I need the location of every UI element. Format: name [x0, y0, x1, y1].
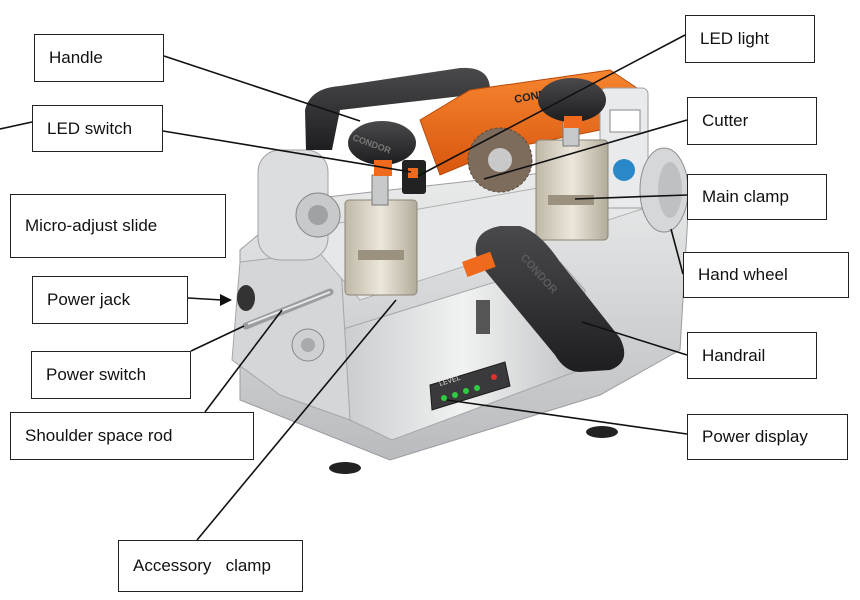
- leader-led-light: [417, 34, 686, 177]
- leader-accessory-clamp: [196, 299, 397, 541]
- label-handle: Handle: [34, 34, 164, 82]
- leader-power-display: [446, 399, 688, 435]
- leader-lines: [0, 34, 688, 541]
- leader-cutter: [483, 119, 688, 180]
- label-main-clamp: Main clamp: [687, 174, 827, 220]
- leader-power-jack: [187, 297, 223, 301]
- accessory-clamp-block: [344, 199, 418, 296]
- led-green: [463, 388, 469, 394]
- led-green: [474, 385, 480, 391]
- leader-hand-wheel: [670, 228, 684, 275]
- power-jack-port: [237, 285, 255, 311]
- leader-main-clamp: [574, 194, 688, 200]
- foot: [329, 462, 361, 474]
- clamp-screw: [371, 174, 389, 206]
- label-power-jack: Power jack: [32, 276, 188, 324]
- arrow-power-jack: [220, 294, 232, 306]
- led-green: [452, 392, 458, 398]
- label-handrail: Handrail: [687, 332, 817, 379]
- label-led-light: LED light: [685, 15, 815, 63]
- label-shoulder-space-rod: Shoulder space rod: [10, 412, 254, 460]
- label-accessory-clamp: Accessory clamp: [118, 540, 303, 592]
- foot: [586, 426, 618, 438]
- power-display-panel: [429, 361, 511, 411]
- leader-led-switch-left: [0, 121, 33, 130]
- leader-power-switch: [190, 325, 245, 352]
- label-led-switch: LED switch: [32, 105, 163, 152]
- leader-led-switch: [162, 130, 412, 173]
- clamp-knob-left: [348, 121, 416, 165]
- sticker-badge: [613, 159, 635, 181]
- clamp-knob-right: [538, 78, 606, 122]
- handle-bar: [305, 67, 490, 150]
- led-green: [441, 395, 447, 401]
- label-hand-wheel: Hand wheel: [683, 252, 849, 298]
- leader-handle: [163, 55, 361, 122]
- label-cutter: Cutter: [687, 97, 817, 145]
- label-micro-adjust-slide: Micro-adjust slide: [10, 194, 226, 258]
- leader-handrail: [581, 321, 688, 356]
- label-power-display: Power display: [687, 414, 848, 460]
- leader-shoulder-rod: [204, 309, 283, 413]
- handrail: [475, 226, 625, 372]
- warning-sticker: [609, 109, 641, 133]
- label-power-switch: Power switch: [31, 351, 191, 399]
- center-post: [476, 300, 490, 334]
- main-clamp-block: [535, 139, 609, 241]
- led-red: [491, 374, 497, 380]
